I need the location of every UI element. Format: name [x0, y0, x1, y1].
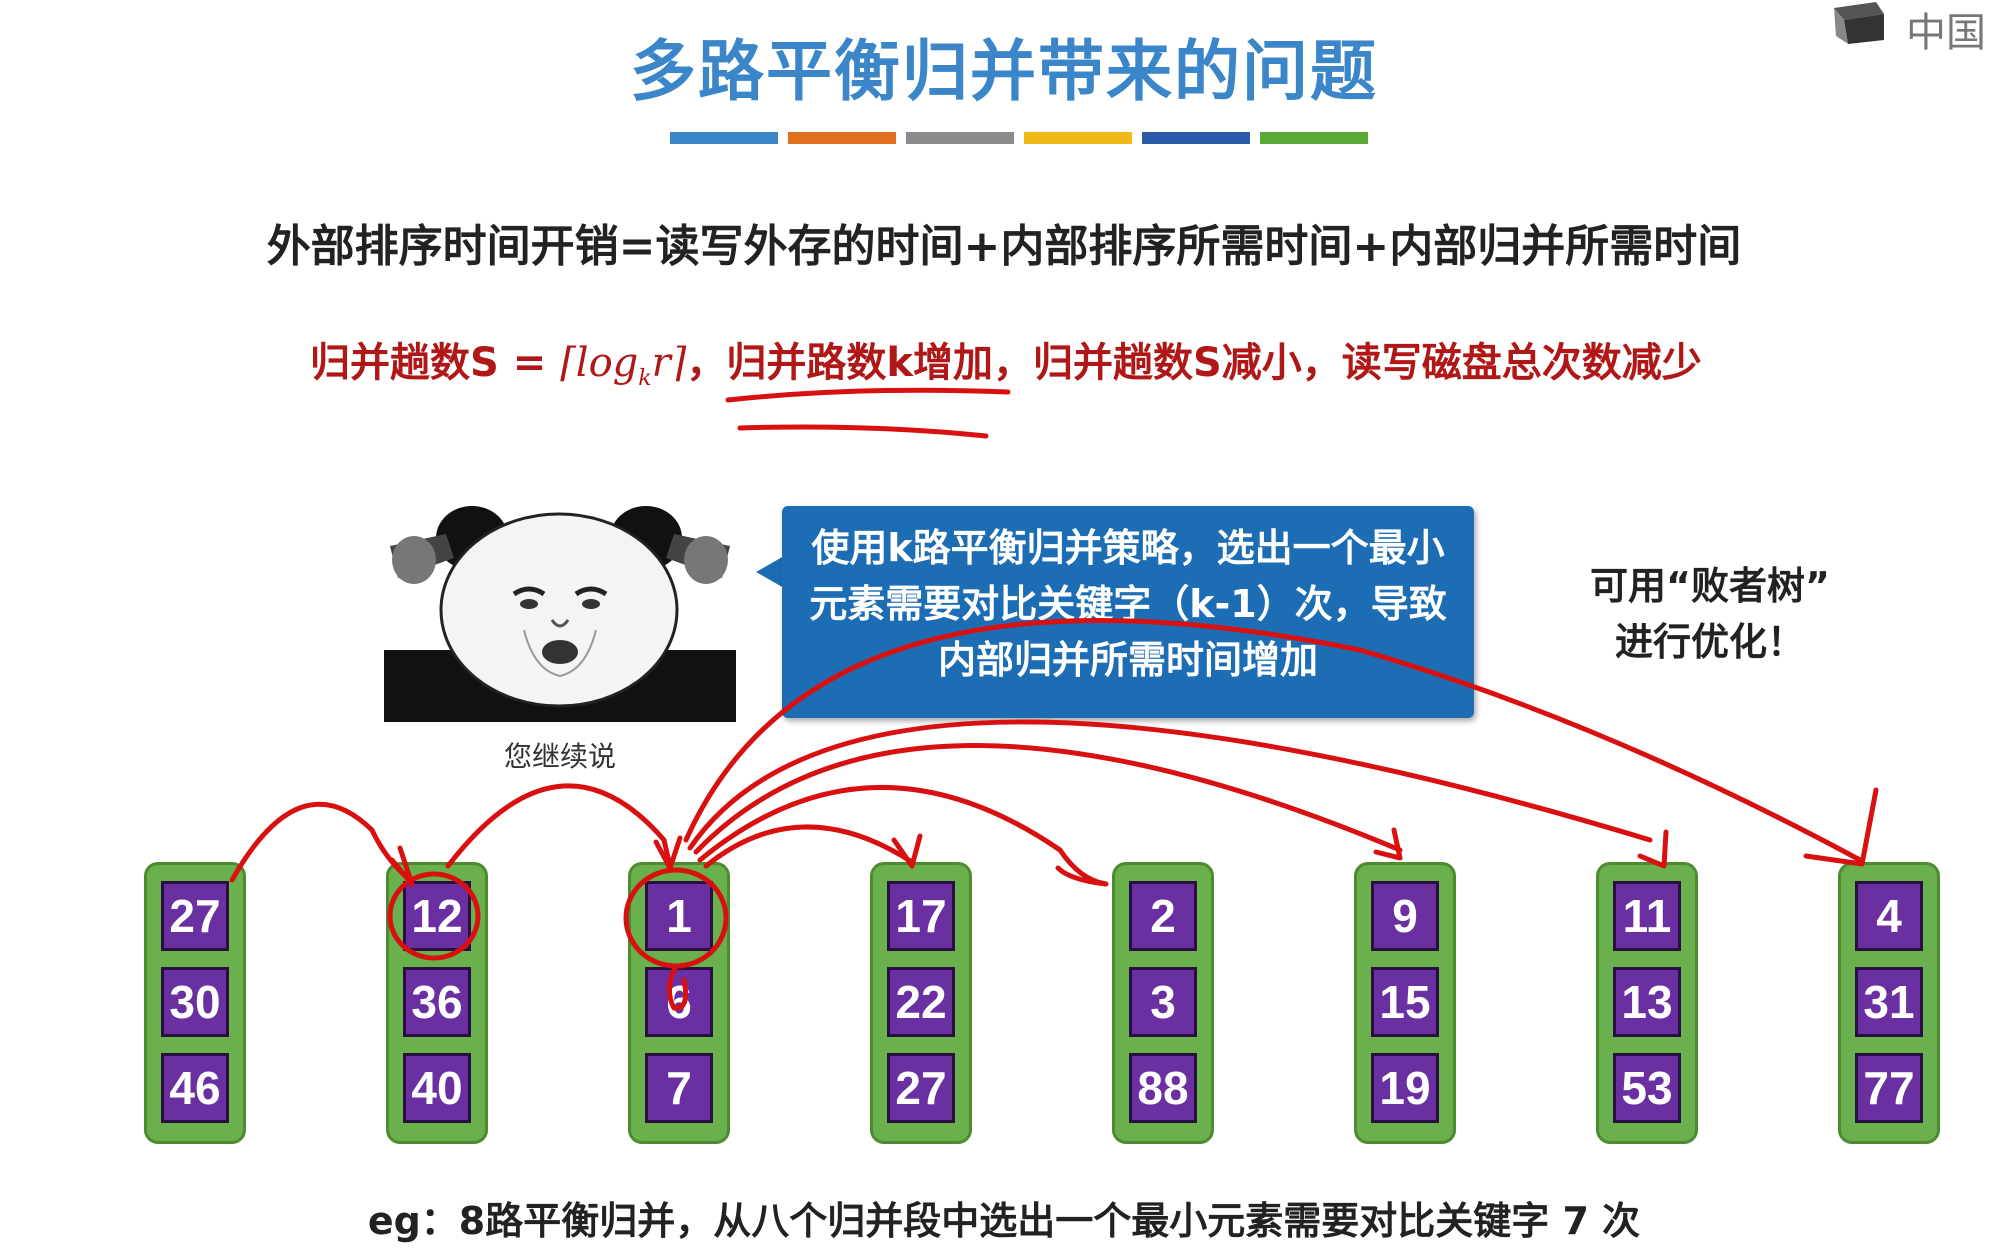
merge-segment-column: 9 15 19 [1354, 862, 1456, 1144]
loser-tree-hint: 可用“败者树” 进行优化！ [1560, 558, 1860, 670]
segment-value-cell: 30 [161, 967, 229, 1037]
segment-value-cell: 22 [887, 967, 955, 1037]
time-cost-formula: 外部排序时间开销=读写外存的时间+内部排序所需时间+内部归并所需时间 [266, 221, 1742, 272]
segment-value-cell: 77 [1855, 1053, 1923, 1123]
segment-value-cell: 17 [887, 881, 955, 951]
arrow-27-to-12 [229, 801, 413, 883]
segment-value-cell: 15 [1371, 967, 1439, 1037]
arrow-1-to-11 [687, 719, 1653, 851]
segment-value-cell: 1 [645, 881, 713, 951]
arrow-12-to-1 [445, 783, 673, 869]
callout-line-1: 使用k路平衡归并策略，选出一个最小 [811, 526, 1445, 570]
segment-value-cell: 11 [1613, 881, 1681, 951]
color-bar [670, 132, 778, 144]
segment-value-cell: 88 [1129, 1053, 1197, 1123]
ceil-close: ⌉ [670, 340, 687, 386]
logo-icon [1834, 2, 1884, 44]
example-statement: eg：8路平衡归并，从八个归并段中选出一个最小元素需要对比关键字 7 次 [367, 1199, 1641, 1243]
color-bar [1142, 132, 1250, 144]
segment-value-cell: 9 [1371, 881, 1439, 951]
merge-segment-column: 1 6 7 [628, 862, 730, 1144]
segment-value-cell: 4 [1855, 881, 1923, 951]
log-argument: r [651, 340, 671, 386]
segment-value-cell: 19 [1371, 1053, 1439, 1123]
log-symbol: log [575, 340, 639, 386]
segment-value-cell: 7 [645, 1053, 713, 1123]
logo-text: 中国 [1906, 10, 1986, 56]
bubble-tail [756, 556, 784, 588]
segment-value-cell: 36 [403, 967, 471, 1037]
callout-line-2: 元素需要对比关键字（k-1）次，导致 [809, 582, 1447, 626]
segment-value-cell: 53 [1613, 1053, 1681, 1123]
segment-value-cell: 13 [1613, 967, 1681, 1037]
title-color-bars [670, 132, 1368, 144]
color-bar [788, 132, 896, 144]
callout-line-3: 内部归并所需时间增加 [937, 638, 1318, 682]
merge-passes-suffix: ，归并路数k增加，归并趟数S减小，读写磁盘总次数减少 [686, 340, 1702, 386]
hint-line-2: 进行优化！ [1614, 620, 1805, 664]
meme-caption: 您继续说 [503, 740, 616, 773]
merge-segment-column: 27 30 46 [144, 862, 246, 1144]
segment-value-cell: 2 [1129, 881, 1197, 951]
panda-meme-image [384, 500, 736, 722]
segment-value-cell: 6 [645, 967, 713, 1037]
merge-segment-column: 11 13 53 [1596, 862, 1698, 1144]
log-base: k [638, 366, 652, 391]
color-bar [1260, 132, 1368, 144]
underline-1 [725, 387, 1011, 403]
color-bar [1024, 132, 1132, 144]
merge-segment-column: 2 3 88 [1112, 862, 1214, 1144]
k-way-merge-callout: 使用k路平衡归并策略，选出一个最小 元素需要对比关键字（k-1）次，导致 内部归… [782, 506, 1474, 718]
color-bar [906, 132, 1014, 144]
arrow-1-to-9 [693, 743, 1403, 855]
merge-segment-column: 17 22 27 [870, 862, 972, 1144]
segment-value-cell: 40 [403, 1053, 471, 1123]
segment-value-cell: 46 [161, 1053, 229, 1123]
underline-2 [737, 424, 989, 439]
merge-segment-column: 12 36 40 [386, 862, 488, 1144]
segment-value-cell: 3 [1129, 967, 1197, 1037]
segment-value-cell: 12 [403, 881, 471, 951]
merge-passes-prefix: 归并趟数S = [310, 340, 561, 386]
arrow-1-to-17 [703, 824, 915, 869]
logo [1826, 0, 2008, 44]
segment-value-cell: 31 [1855, 967, 1923, 1037]
segment-value-cell: 27 [161, 881, 229, 951]
page-title: 多路平衡归并带来的问题 [630, 33, 1378, 110]
merge-passes-statement: 归并趟数S = ⌈logkr⌉，归并路数k增加，归并趟数S减小，读写磁盘总次数减… [310, 330, 1702, 391]
merge-segment-column: 4 31 77 [1838, 862, 1940, 1144]
segment-value-cell: 27 [887, 1053, 955, 1123]
hint-line-1: 可用“败者树” [1590, 564, 1830, 608]
ceil-open: ⌈ [560, 340, 576, 386]
ceil-log-expression: ⌈logkr⌉ [560, 340, 687, 391]
